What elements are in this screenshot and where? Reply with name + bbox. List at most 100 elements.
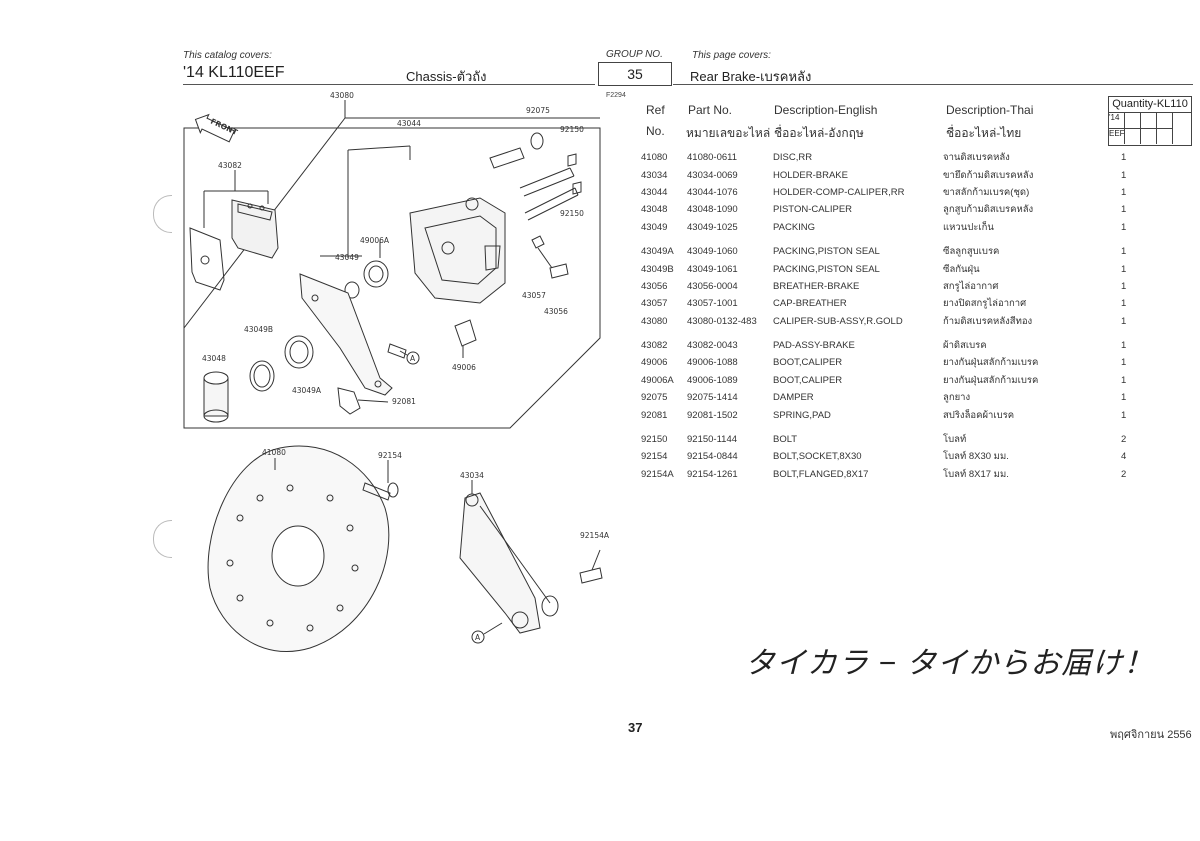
qty-cell: 2 bbox=[1121, 468, 1127, 480]
desc-en-cell: BOOT,CALIPER bbox=[773, 374, 843, 386]
callout-43048: 43048 bbox=[202, 354, 226, 363]
desc-th-cell: ซีลลูกสูบเบรค bbox=[943, 246, 1000, 258]
table-row: 43034 43034-0069 HOLDER-BRAKE ขายึดก้ามดิสเ… bbox=[641, 166, 1151, 183]
part-no-cell: 41080-0611 bbox=[687, 152, 738, 164]
desc-th-cell: ขาสลักก้ามเบรค(ชุด) bbox=[943, 186, 1030, 198]
ref-cell: 43080 bbox=[641, 315, 668, 327]
quantity-header-box: Quantity-KL110 '14 EEF bbox=[1108, 96, 1192, 146]
page-covers-label: This page covers: bbox=[692, 50, 771, 61]
callout-92075: 92075 bbox=[526, 106, 550, 115]
ref-cell: 43082 bbox=[641, 340, 668, 352]
desc-en-cell: CAP-BREATHER bbox=[773, 298, 847, 310]
callout-43049: 43049 bbox=[335, 253, 359, 262]
desc-th-cell: ยางกันฝุ่นสลักก้ามเบรค bbox=[943, 374, 1039, 386]
desc-en-cell: PACKING,PISTON SEAL bbox=[773, 263, 880, 275]
part-no-cell: 49006-1088 bbox=[687, 357, 738, 369]
part-no-cell: 43057-1001 bbox=[687, 298, 738, 310]
qty-cell bbox=[1157, 113, 1173, 129]
binder-hole-top bbox=[153, 195, 172, 233]
desc-en-cell: PISTON-CALIPER bbox=[773, 204, 853, 216]
ref-cell: 92150 bbox=[641, 434, 668, 446]
shop-note: タイカラ − タイからお届け！ bbox=[745, 647, 1155, 680]
desc-th-cell: ขายึดก้ามดิสเบรคหลัง bbox=[943, 169, 1034, 181]
ref-cell: 92154 bbox=[641, 451, 668, 463]
row-gap-cell bbox=[641, 330, 1151, 337]
qty-cell: 1 bbox=[1121, 246, 1127, 258]
col-desc-th: Description-Thai bbox=[946, 103, 1034, 117]
qty-cell: 1 bbox=[1121, 263, 1127, 275]
callout-49006a: 49006A bbox=[360, 236, 390, 245]
qty-year-cell: '14 bbox=[1109, 113, 1125, 129]
callout-92150-top: 92150 bbox=[560, 125, 584, 134]
callout-43049a: 43049A bbox=[292, 386, 322, 395]
desc-en-cell: CALIPER-SUB-ASSY,R.GOLD bbox=[773, 315, 903, 327]
desc-th-cell: สปริงล็อคผ้าเบรค bbox=[943, 409, 1015, 421]
desc-en-cell: PACKING,PISTON SEAL bbox=[773, 246, 880, 258]
quantity-grid: '14 EEF bbox=[1109, 113, 1191, 145]
row-gap bbox=[641, 236, 1151, 243]
binder-hole-bottom bbox=[153, 520, 172, 558]
part-no-cell: 43056-0004 bbox=[687, 280, 738, 292]
part-no-cell: 43049-1061 bbox=[687, 263, 738, 275]
part-no-cell: 43044-1076 bbox=[687, 186, 738, 198]
header-rule-left bbox=[183, 84, 595, 85]
year-label: '14 bbox=[1109, 113, 1120, 122]
exploded-diagram: FRONT 43080 92075 43044 92150 92150 4308… bbox=[183, 91, 610, 653]
qty-cell: 1 bbox=[1121, 357, 1127, 369]
part-no-cell: 43034-0069 bbox=[687, 169, 738, 181]
qty-cell bbox=[1125, 113, 1141, 129]
section-name: Chassis-ตัวถัง bbox=[406, 69, 487, 84]
desc-en-cell: DAMPER bbox=[773, 392, 814, 404]
desc-en-cell: SPRING,PAD bbox=[773, 409, 831, 421]
qty-cell bbox=[1157, 129, 1173, 144]
group-no-label: GROUP NO. bbox=[606, 49, 663, 60]
desc-th-cell: ยางกันฝุ่นสลักก้ามเบรค bbox=[943, 357, 1039, 369]
desc-en-cell: BOLT,SOCKET,8X30 bbox=[773, 451, 862, 463]
ref-cell: 43049B bbox=[641, 263, 674, 275]
part-no-cell: 43049-1025 bbox=[687, 221, 738, 233]
ref-cell: 92154A bbox=[641, 468, 674, 480]
qty-variant-cell: EEF bbox=[1109, 129, 1125, 144]
catalog-date: พฤศจิกายน 2556 bbox=[1110, 729, 1192, 741]
callout-41080: 41080 bbox=[262, 448, 286, 457]
desc-en-cell: DISC,RR bbox=[773, 152, 813, 164]
col-no: No. bbox=[646, 124, 665, 138]
ref-cell: 43056 bbox=[641, 280, 668, 292]
desc-en-cell: HOLDER-COMP-CALIPER,RR bbox=[773, 186, 905, 198]
qty-cell: 1 bbox=[1121, 374, 1127, 386]
qty-cell: 1 bbox=[1121, 315, 1127, 327]
desc-th-cell: โบลท์ 8X30 มม. bbox=[943, 451, 1009, 463]
desc-en-cell: PAD-ASSY-BRAKE bbox=[773, 340, 855, 352]
header-rule-right bbox=[673, 84, 1193, 85]
part-no-cell: 49006-1089 bbox=[687, 374, 738, 386]
desc-en-cell: BOOT,CALIPER bbox=[773, 357, 843, 369]
callout-92154a: 92154A bbox=[580, 531, 610, 540]
desc-th-cell: ผ้าดิสเบรค bbox=[943, 340, 987, 352]
brake-disc bbox=[207, 445, 390, 653]
callout-43080: 43080 bbox=[330, 91, 354, 100]
col-desc-th-thai: ชื่ออะไหล่-ไทย bbox=[946, 126, 1022, 140]
part-no-cell: 43049-1060 bbox=[687, 246, 738, 258]
qty-cell: 1 bbox=[1121, 409, 1127, 421]
qty-cell: 1 bbox=[1121, 221, 1127, 233]
desc-en-cell: HOLDER-BRAKE bbox=[773, 169, 848, 181]
qty-cell: 1 bbox=[1121, 152, 1127, 164]
qty-cell: 1 bbox=[1121, 169, 1127, 181]
desc-en-cell: BOLT,FLANGED,8X17 bbox=[773, 468, 869, 480]
callout-49006: 49006 bbox=[452, 363, 476, 372]
ref-cell: 43034 bbox=[641, 169, 668, 181]
desc-th-cell: จานดิสเบรคหลัง bbox=[943, 152, 1010, 164]
desc-th-cell: โบลท์ 8X17 มม. bbox=[943, 468, 1009, 480]
part-no-cell: 92150-1144 bbox=[687, 434, 738, 446]
part-no-cell: 43082-0043 bbox=[687, 340, 738, 352]
callout-43044: 43044 bbox=[397, 119, 421, 128]
